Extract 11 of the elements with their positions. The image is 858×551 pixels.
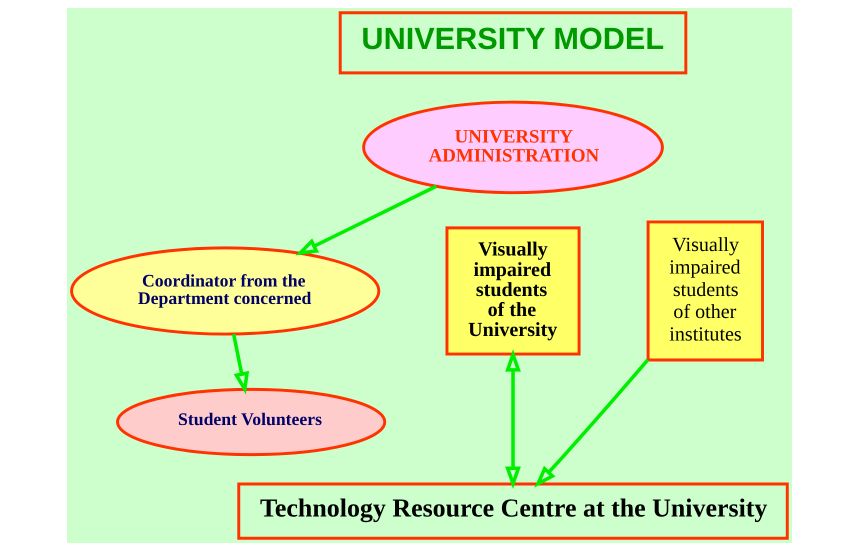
arrow: [534, 358, 649, 488]
node-ellipse: Coordinator from the Department concerned: [70, 246, 380, 336]
arrow: [294, 184, 437, 256]
arrow: [504, 349, 520, 489]
node-box: Visually impaired students of other institutes: [646, 220, 764, 362]
node-box: Technology Resource Centre at the University: [236, 482, 788, 540]
node-ellipse: Student Volunteers: [116, 388, 386, 456]
node-box: Visually impaired students of the University: [444, 226, 580, 356]
node-ellipse: UNIVERSITY ADMINISTRATION: [362, 100, 664, 194]
arrow: [231, 334, 249, 394]
node-box: UNIVERSITY MODEL: [338, 11, 687, 74]
